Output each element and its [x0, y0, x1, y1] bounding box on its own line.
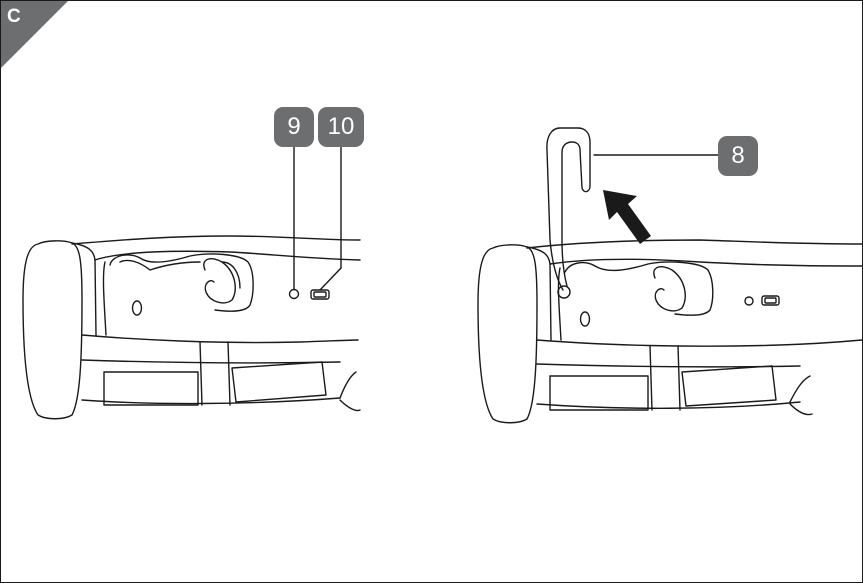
- device-right-drawing: [477, 127, 863, 424]
- callout-10: 10: [318, 107, 364, 147]
- lift-arrow-icon: [603, 190, 651, 244]
- hook-bracket: [546, 127, 591, 291]
- callout-9: 9: [274, 107, 314, 147]
- corner-tab: [1, 1, 68, 68]
- callout-8: 8: [718, 136, 758, 176]
- device-left-drawing: [22, 139, 361, 420]
- section-corner: C: [0, 0, 70, 70]
- section-letter: C: [7, 6, 21, 27]
